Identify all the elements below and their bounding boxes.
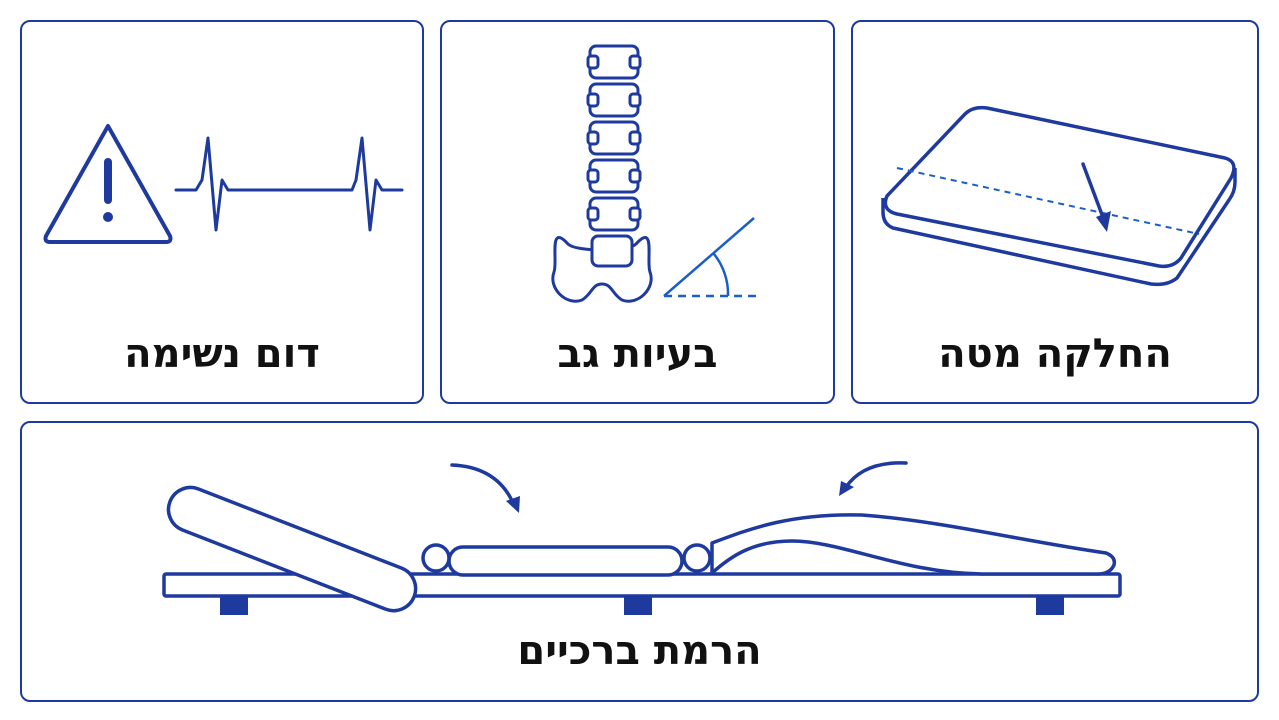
panel-knee-raise: הרמת ברכיים [20, 421, 1259, 702]
spine-icon [551, 44, 653, 303]
caption-sleep-apnea: דום נשימה [124, 331, 320, 377]
curved-arrow-icon [450, 461, 908, 513]
caption-back-problems: בעיות גב [557, 331, 718, 377]
panel-sliding-down: החלקה מטה [851, 20, 1259, 404]
back-illustration [551, 44, 758, 303]
down-arrow-icon [1081, 162, 1111, 232]
warning-icon [43, 124, 173, 244]
apnea-illustration [43, 124, 404, 244]
caption-knee-raise: הרמת ברכיים [517, 628, 762, 674]
caption-sliding-down: החלקה מטה [938, 331, 1172, 377]
knee-raise-illustration [162, 461, 1122, 615]
panel-back-problems: בעיות גב [440, 20, 835, 404]
panel-sleep-apnea: דום נשימה [20, 20, 424, 404]
sliding-illustration [881, 105, 1237, 287]
heartbeat-line-icon [174, 136, 404, 232]
mattress-icon [881, 105, 1237, 287]
angle-icon [663, 217, 758, 298]
adjustable-bed-icon [162, 485, 1122, 615]
